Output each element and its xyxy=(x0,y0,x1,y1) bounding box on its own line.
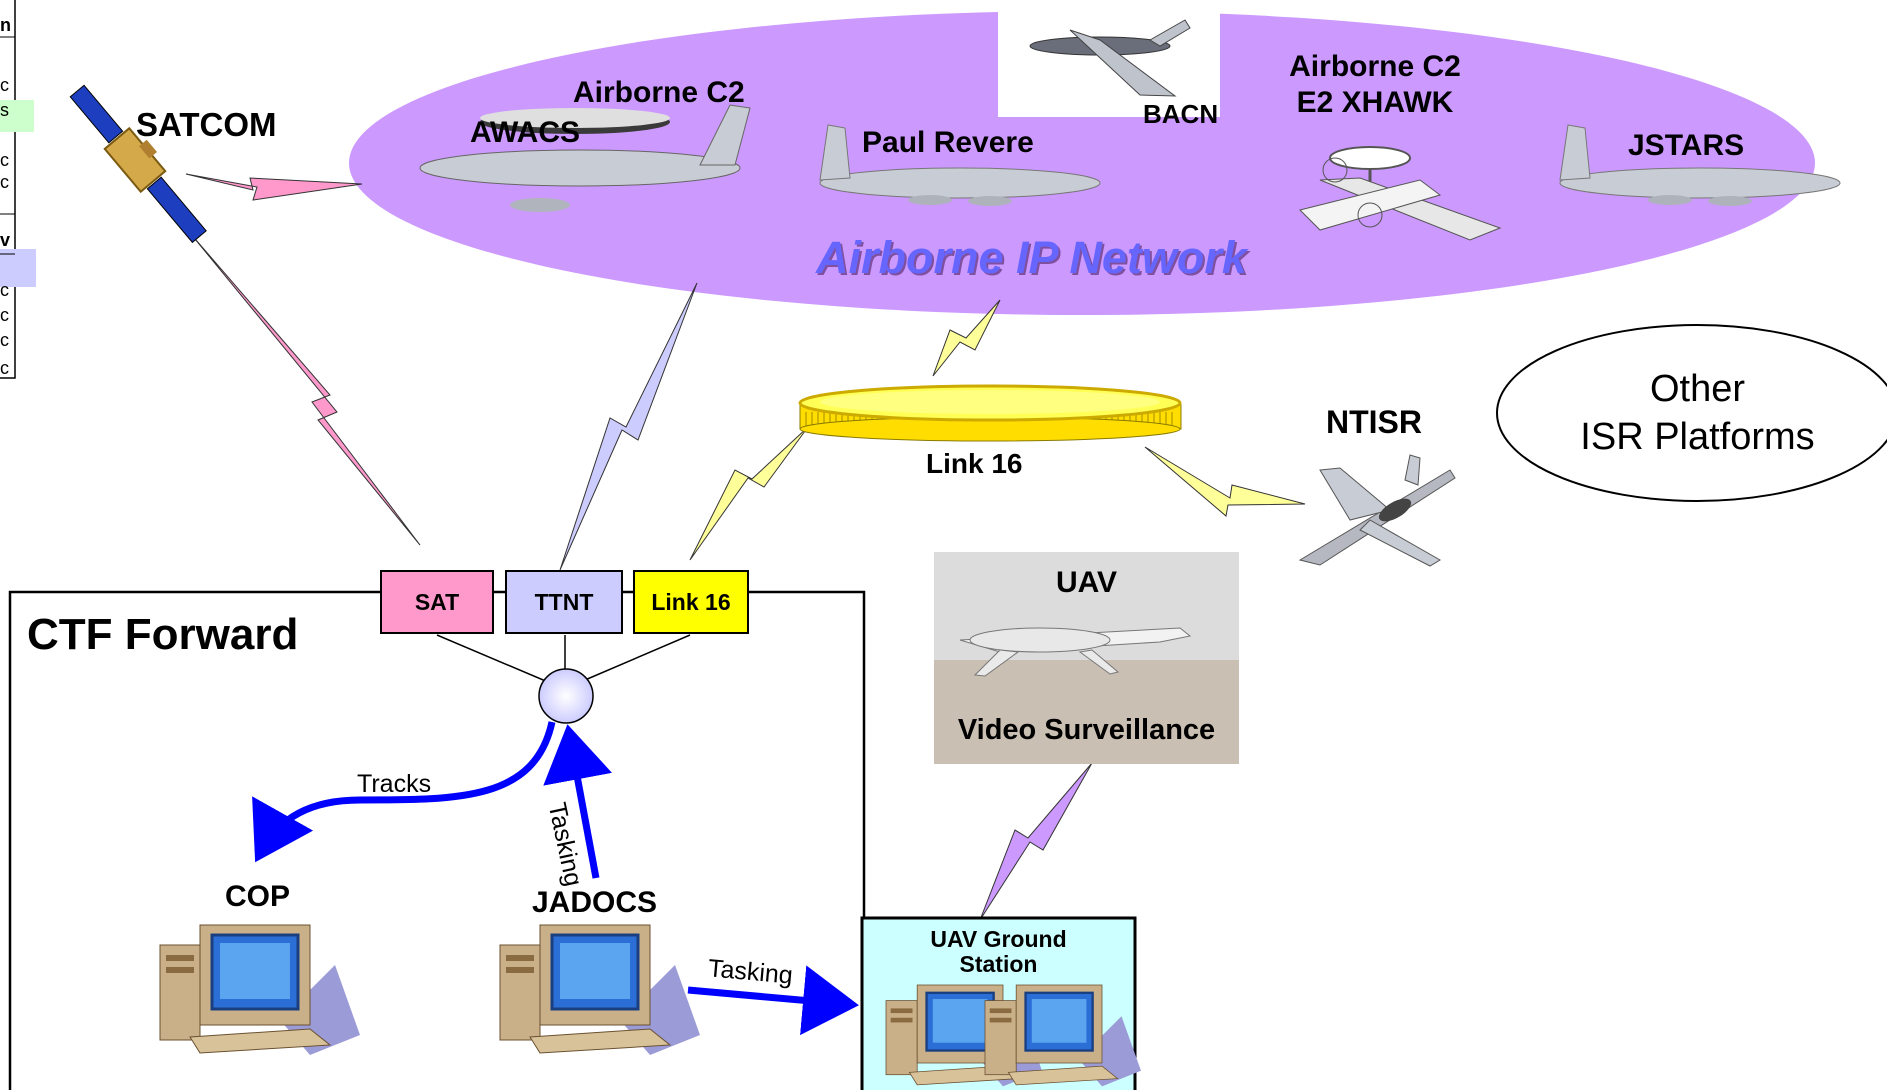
satcom-to-network-link xyxy=(185,173,363,201)
tracks-arrow xyxy=(252,721,556,863)
uav-title: UAV xyxy=(1055,566,1118,599)
hub-to-ntisr-link xyxy=(1144,446,1306,517)
jstars-aircraft-icon xyxy=(1559,124,1841,206)
jadocs-computer-icon xyxy=(499,924,700,1055)
network-to-hub-link xyxy=(932,299,1001,377)
link16-hub xyxy=(798,384,1182,442)
awacs-aircraft-icon xyxy=(419,104,751,212)
port-link16: Link 16 xyxy=(633,570,749,634)
ground-station-line1: UAV Ground xyxy=(930,926,1067,952)
airborne-network-title: Airborne IP Network xyxy=(816,232,1247,283)
legend-fragment-char: n xyxy=(0,15,11,35)
legend-fragment xyxy=(0,0,36,379)
paul-revere-label: Paul Revere xyxy=(862,126,1034,159)
bacn-aircraft-icon xyxy=(1029,19,1191,97)
jstars-label: JSTARS xyxy=(1628,129,1745,162)
ctf-forward-title: CTF Forward xyxy=(27,610,299,659)
ntisr-label: NTISR xyxy=(1326,404,1422,440)
e2-xhawk-aircraft-icon xyxy=(1299,146,1502,241)
satcom-label: SATCOM xyxy=(136,106,277,143)
link16-hub-label: Link 16 xyxy=(926,448,1023,479)
legend-fragment-char: c xyxy=(0,150,9,170)
satellite-icon xyxy=(69,84,207,244)
other-isr-ellipse xyxy=(1496,324,1887,502)
paul-revere-aircraft-icon xyxy=(819,124,1101,206)
uav-caption: Video Surveillance xyxy=(957,714,1216,746)
uav-drone-icon xyxy=(959,627,1192,677)
ntisr-fighter-icon xyxy=(1298,454,1456,567)
hub-to-link16-link xyxy=(689,426,809,561)
router-links xyxy=(436,634,691,686)
tasking-right-arrow xyxy=(687,965,859,1036)
router-node xyxy=(538,668,594,724)
ground-station-computer-2-icon xyxy=(984,984,1141,1087)
network-to-ttnt-link xyxy=(559,282,698,571)
tasking-up-arrow xyxy=(543,724,613,879)
satcom-to-sat-link xyxy=(189,232,421,546)
ground-station-line2: Station xyxy=(959,951,1038,977)
port-ttnt: TTNT xyxy=(505,570,623,634)
legend-fragment-char: c xyxy=(0,75,9,95)
cop-label: COP xyxy=(225,880,291,913)
airborne-c2-right-label: Airborne C2 xyxy=(1289,50,1461,83)
tracks-label: Tracks xyxy=(357,770,432,798)
cop-computer-icon xyxy=(159,924,360,1055)
legend-fragment-char: c xyxy=(0,172,9,192)
uav-to-ground-link xyxy=(979,762,1093,921)
legend-fragment-char: c xyxy=(0,305,9,325)
legend-fragment-char: s xyxy=(0,100,9,120)
other-isr-line2: ISR Platforms xyxy=(1580,416,1815,458)
legend-fragment-char: c xyxy=(0,358,9,378)
airborne-c2-left-label: Airborne C2 xyxy=(573,76,745,109)
ctf-forward-box xyxy=(8,590,866,1090)
jadocs-label: JADOCS xyxy=(532,886,658,919)
bacn-label: BACN xyxy=(1143,99,1219,129)
airborne-network-ellipse xyxy=(349,11,1815,315)
legend-fragment-char: c xyxy=(0,280,9,300)
legend-fragment-char: c xyxy=(0,330,9,350)
e2-xhawk-label: E2 XHAWK xyxy=(1296,86,1454,119)
port-sat: SAT xyxy=(380,570,494,634)
legend-fragment-char: v xyxy=(0,230,11,250)
other-isr-line1: Other xyxy=(1649,368,1746,410)
awacs-label: AWACS xyxy=(470,116,581,149)
